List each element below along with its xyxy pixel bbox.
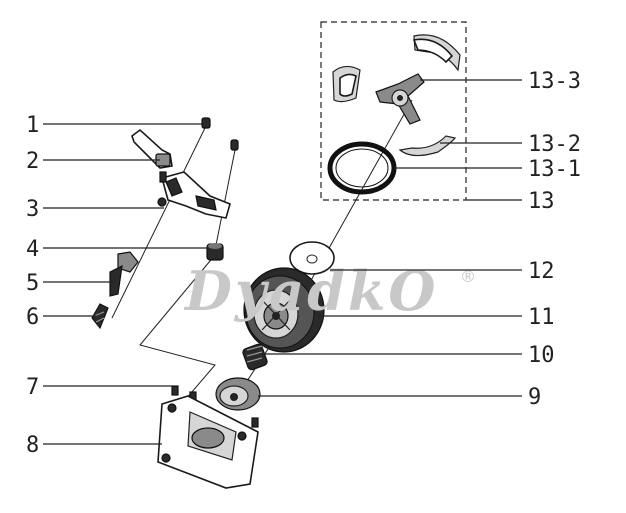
callout-3: 3 (26, 197, 39, 222)
callout-6: 6 (26, 305, 39, 330)
brand-watermark: DyadkO ® (183, 259, 476, 323)
wheel-part (243, 267, 325, 353)
clamp-assembly-part (157, 171, 231, 219)
watermark-text: DyadkO (183, 259, 438, 323)
callout-13-1: 13-1 (528, 157, 581, 182)
callout-2: 2 (26, 149, 39, 174)
callout-8: 8 (26, 433, 39, 458)
nut-part (206, 243, 224, 261)
callout-labels: 1 2 3 4 5 6 7 8 13-3 13-2 13-1 13 12 11 … (26, 69, 581, 458)
bolt-part (91, 303, 109, 330)
callout-leaders (43, 79, 522, 445)
base-housing-part (157, 395, 259, 489)
callout-10: 10 (528, 343, 555, 368)
callout-12: 12 (528, 259, 555, 284)
callout-5: 5 (26, 271, 39, 296)
clutch-group-box (320, 21, 467, 201)
washer-disc-part (289, 241, 335, 275)
callout-9: 9 (528, 385, 541, 410)
callout-13: 13 (528, 189, 555, 214)
callout-4: 4 (26, 237, 39, 262)
callout-13-2: 13-2 (528, 132, 581, 157)
lever-bracket-part (131, 128, 173, 169)
adjust-knob-part (109, 251, 139, 297)
pulley-part (215, 377, 261, 411)
screw-1-part (201, 117, 211, 129)
callout-13-3: 13-3 (528, 69, 581, 94)
clutch-shoe-part (332, 34, 461, 157)
callout-7: 7 (26, 375, 39, 400)
watermark-registered-mark: ® (460, 267, 476, 286)
callout-11: 11 (528, 305, 555, 330)
callout-1: 1 (26, 113, 39, 138)
clutch-hub-part (375, 73, 425, 125)
spring-part (242, 343, 268, 371)
screw-small-part (230, 139, 239, 151)
o-ring-part (327, 141, 397, 195)
